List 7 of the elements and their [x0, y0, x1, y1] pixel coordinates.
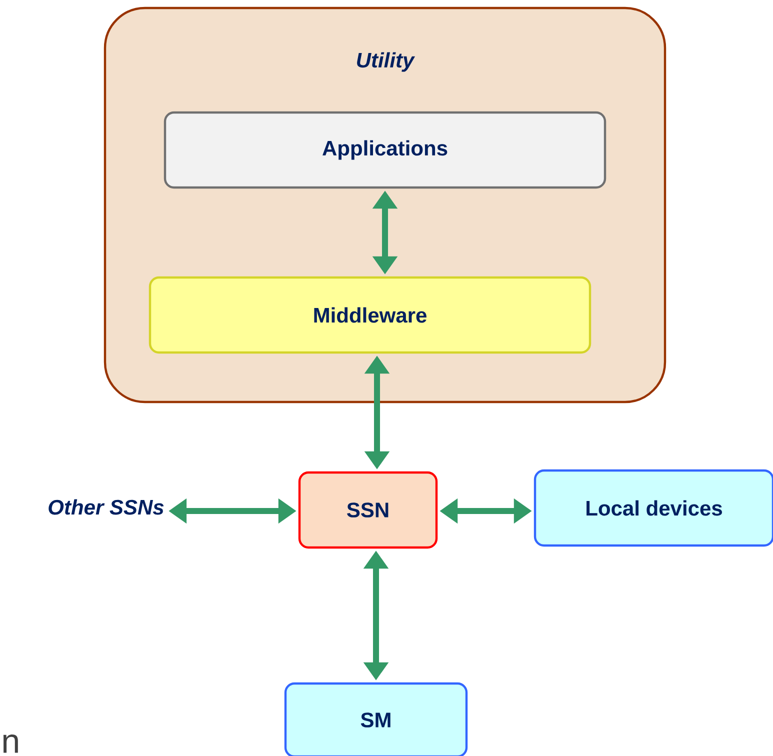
process-box: Applications: [164, 111, 606, 189]
process-box: Local devices: [534, 469, 773, 547]
process-box: Middleware: [148, 276, 592, 354]
process-box: SSN: [298, 471, 438, 549]
text-fragment: n: [3, 734, 18, 753]
text-label: Other SSNs: [48, 499, 164, 515]
process-box: SM: [284, 682, 468, 756]
